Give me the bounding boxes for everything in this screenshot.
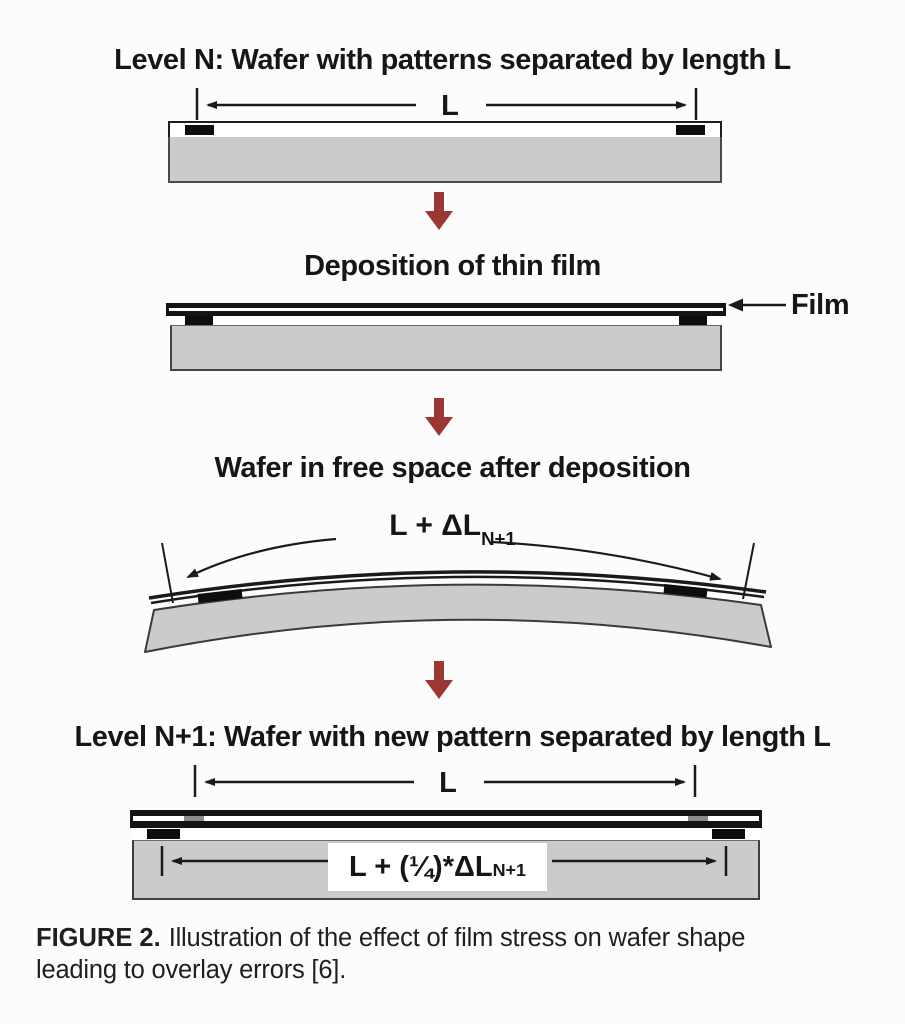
bowed-wafer-diagram bbox=[144, 537, 772, 653]
section-title-level-n: Level N: Wafer with patterns separated b… bbox=[114, 44, 791, 76]
dim-label-L: L bbox=[439, 767, 457, 799]
bowed-film-top bbox=[148, 570, 767, 600]
down-arrow-icon bbox=[425, 192, 453, 230]
bow-label-subscript: N+1 bbox=[481, 528, 516, 550]
dimension-arrow-L-top: L bbox=[195, 88, 698, 122]
section-title-free-space: Wafer in free space after deposition bbox=[214, 452, 691, 484]
film-inner-line bbox=[169, 308, 723, 311]
film-pointer-head bbox=[728, 298, 743, 312]
film-inner-line bbox=[133, 816, 759, 821]
bow-dimension-label: L + ΔLN+1 bbox=[0, 509, 905, 550]
figure-caption-label: FIGURE 2. bbox=[36, 924, 161, 952]
pattern-mark-left bbox=[197, 589, 243, 603]
wafer-with-film bbox=[166, 303, 726, 371]
wafer-pattern-layer bbox=[132, 828, 760, 840]
wafer-body bbox=[168, 137, 722, 183]
film-layer bbox=[166, 303, 726, 316]
pattern-mark-left bbox=[185, 316, 213, 325]
dim-tick-left bbox=[161, 542, 174, 604]
section-title-deposition: Deposition of thin film bbox=[304, 250, 601, 282]
film-label: Film bbox=[791, 289, 850, 321]
dim-tick-right bbox=[742, 542, 755, 600]
film-pointer-arrow-icon bbox=[728, 298, 786, 312]
pattern-mark-right bbox=[712, 829, 745, 839]
dimension-arrow-L-bottom: L bbox=[193, 765, 697, 799]
curved-arrow-right bbox=[491, 540, 722, 581]
film-layer bbox=[130, 810, 762, 828]
wafer-body bbox=[170, 325, 722, 371]
figure-caption: FIGURE 2.Illustration of the effect of f… bbox=[36, 922, 826, 987]
new-pattern-mark-right bbox=[688, 816, 708, 821]
figure-caption-text: Illustration of the effect of film stres… bbox=[36, 924, 746, 985]
pattern-mark-right bbox=[663, 584, 708, 598]
wafer-pattern-layer bbox=[170, 316, 722, 325]
bowed-wafer-body bbox=[144, 583, 772, 653]
new-pattern-mark-left bbox=[184, 816, 204, 821]
pattern-mark-right bbox=[676, 125, 705, 135]
pattern-mark-left bbox=[185, 125, 214, 135]
wafer-level-n bbox=[168, 121, 722, 183]
dim-label-L: L bbox=[441, 90, 459, 122]
curved-arrow-left bbox=[186, 537, 337, 578]
expanded-length-main: L + (¼)*ΔL bbox=[348, 850, 493, 883]
dimension-arrow-expanded-L bbox=[160, 846, 728, 876]
section-title-level-n-plus-1: Level N+1: Wafer with new pattern separa… bbox=[74, 721, 831, 753]
bow-label-main: L + ΔL bbox=[389, 509, 482, 542]
down-arrow-icon bbox=[425, 398, 453, 436]
pattern-mark-right bbox=[679, 316, 707, 325]
expanded-length-subscript: N+1 bbox=[492, 859, 527, 880]
pattern-mark-left bbox=[147, 829, 180, 839]
